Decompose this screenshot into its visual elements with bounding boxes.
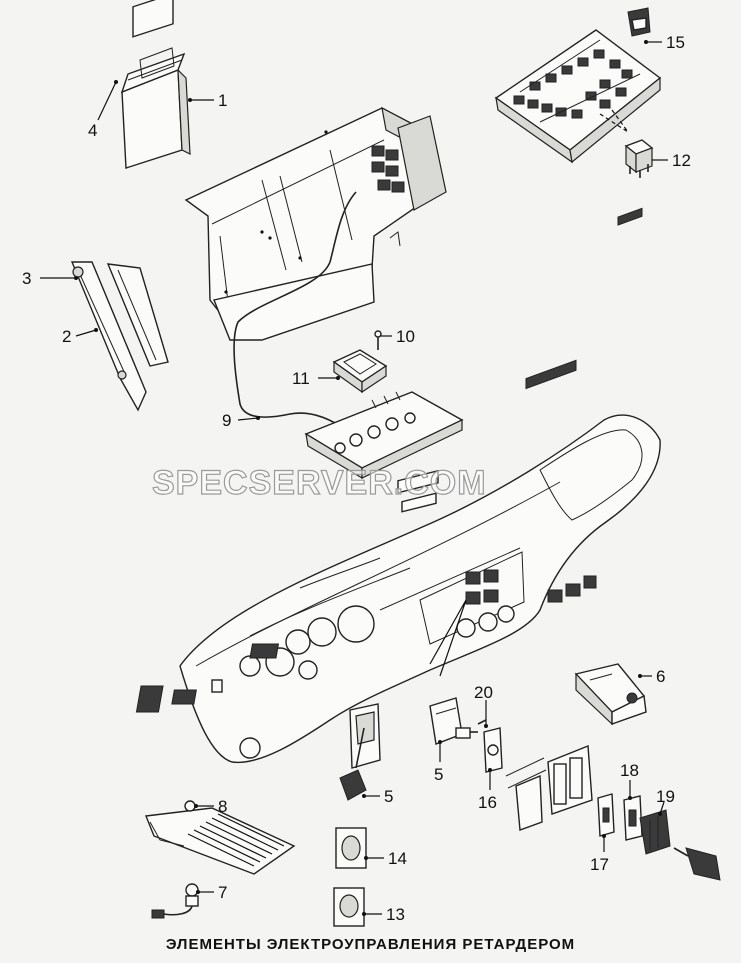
- switch-frame-17: [597, 793, 615, 837]
- cover-plate-14: [335, 827, 367, 869]
- relay-cube: [624, 139, 654, 178]
- callout-4: 4: [88, 121, 97, 140]
- cover-plate-13: [333, 887, 365, 927]
- callout-10: 10: [396, 327, 415, 346]
- dashboard: [135, 207, 661, 764]
- callout-11: 11: [292, 369, 310, 388]
- callout-labels: 1 2 3 4 5 5 6 7 8 9 10 11 12 13 14 15 16…: [22, 33, 691, 924]
- diagram-caption: ЭЛЕМЕНТЫ ЭЛЕКТРОУПРАВЛЕНИЯ РЕТАРДЕРОМ: [165, 936, 576, 953]
- mounting-panel: [184, 106, 447, 341]
- relay-block: [371, 145, 405, 193]
- callout-6: 6: [656, 667, 665, 686]
- callout-3: 3: [22, 269, 31, 288]
- callout-17: 17: [590, 855, 609, 874]
- center-console-panel: [304, 391, 464, 480]
- callout-9: 9: [222, 411, 231, 430]
- rotary-selector: [429, 697, 478, 745]
- rocker-switch: [574, 663, 647, 726]
- callout-5b: 5: [434, 765, 443, 784]
- callout-8: 8: [218, 797, 227, 816]
- lever-knob: [673, 847, 721, 881]
- switch-bezel: [477, 719, 503, 773]
- lever-switch: [339, 703, 381, 801]
- fuse-relay-box: [494, 29, 662, 164]
- callout-15: 15: [666, 33, 685, 52]
- side-panel: [70, 261, 169, 412]
- watermark-text: SPECSERVER.COM: [152, 464, 487, 502]
- callout-20: 20: [474, 683, 493, 702]
- switch-module-19: [639, 809, 671, 855]
- callout-1: 1: [218, 91, 227, 110]
- pedal-sensor: [151, 883, 199, 919]
- pedal-plate: [145, 800, 296, 875]
- bracket-frames: [505, 744, 593, 831]
- switch-frame-18: [623, 795, 643, 841]
- control-unit-box: [120, 0, 191, 169]
- callout-16: 16: [478, 793, 497, 812]
- callout-2: 2: [62, 327, 71, 346]
- callout-13: 13: [386, 905, 405, 924]
- callout-14: 14: [388, 849, 407, 868]
- switch-plate: [332, 330, 388, 394]
- leader-lines: [40, 40, 668, 916]
- callout-19: 19: [656, 787, 675, 806]
- connector-plug: [627, 7, 651, 37]
- callout-12: 12: [672, 151, 691, 170]
- callout-5a: 5: [384, 787, 393, 806]
- callout-7: 7: [218, 883, 227, 902]
- callout-18: 18: [620, 761, 639, 780]
